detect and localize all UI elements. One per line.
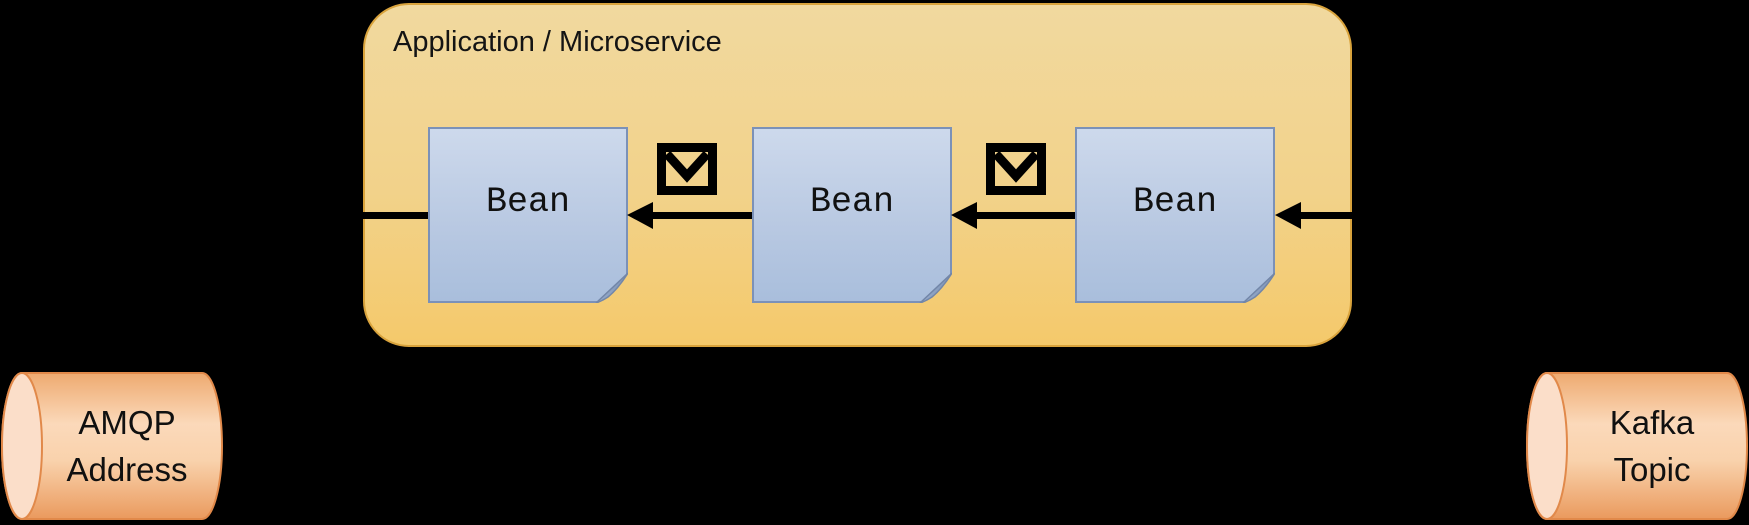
- folded-corner-icon: [919, 272, 952, 303]
- kafka-topic-label: Kafka Topic: [1526, 371, 1748, 521]
- arrow-bean2-to-bean1: [627, 202, 752, 229]
- arrow-kafka-to-bean3: [1275, 202, 1352, 229]
- arrow-head-icon: [1275, 202, 1301, 229]
- arrow-shaft: [974, 212, 1075, 219]
- arrow-shaft: [1299, 212, 1352, 219]
- folded-corner-icon: [595, 272, 628, 303]
- application-title: Application / Microservice: [393, 26, 722, 58]
- arrow-shaft: [363, 212, 428, 219]
- bean-box-2: Bean: [752, 127, 952, 303]
- bean-note-shape: Bean: [428, 127, 628, 303]
- amqp-address-cylinder: AMQP Address: [1, 371, 223, 521]
- amqp-address-label: AMQP Address: [1, 371, 223, 521]
- bean-label: Bean: [485, 182, 570, 222]
- arrow-bean3-to-bean2: [951, 202, 1075, 229]
- bean-label: Bean: [809, 182, 894, 222]
- label-line: Address: [66, 451, 188, 488]
- envelope-message-icon: [657, 143, 717, 195]
- label-line: Topic: [1613, 451, 1691, 488]
- arrow-bean1-to-amqp: [363, 202, 428, 229]
- folded-corner-icon: [1242, 272, 1275, 303]
- label-line: AMQP: [78, 404, 176, 441]
- label-line: Kafka: [1609, 404, 1695, 441]
- bean-note-shape: Bean: [1075, 127, 1275, 303]
- bean-box-1: Bean: [428, 127, 628, 303]
- arrow-shaft: [650, 212, 752, 219]
- arrow-head-icon: [627, 202, 653, 229]
- bean-note-shape: Bean: [752, 127, 952, 303]
- arrow-head-icon: [951, 202, 977, 229]
- kafka-topic-cylinder: Kafka Topic: [1526, 371, 1748, 521]
- horizontal-cylinder-shape: [1, 372, 223, 520]
- bean-box-3: Bean: [1075, 127, 1275, 303]
- bean-label: Bean: [1132, 182, 1217, 222]
- horizontal-cylinder-shape: [1526, 372, 1748, 520]
- envelope-message-icon: [986, 143, 1046, 195]
